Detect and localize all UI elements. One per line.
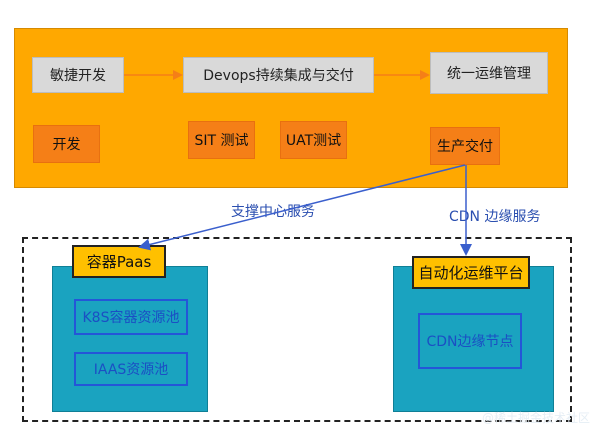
cdn-nodes-box: CDN边缘节点	[418, 313, 522, 369]
dev-stage-box: 开发	[33, 125, 100, 163]
k8s-pool-box: K8S容器资源池	[74, 299, 188, 335]
iaas-pool-box: IAAS资源池	[74, 352, 188, 386]
watermark-text: @稀土掘金技术社区	[481, 411, 590, 425]
container-paas-header: 容器Paas	[72, 245, 166, 278]
agile-dev-box: 敏捷开发	[32, 57, 124, 93]
unified-ops-box: 统一运维管理	[430, 52, 548, 94]
uat-test-box: UAT测试	[280, 121, 347, 159]
cdn-edge-label: CDN 边缘服务	[449, 209, 541, 225]
support-center-label: 支撑中心服务	[231, 204, 315, 220]
production-delivery-box: 生产交付	[430, 127, 500, 165]
sit-test-box: SIT 测试	[188, 121, 255, 159]
automation-platform-header: 自动化运维平台	[412, 256, 530, 289]
container-paas-panel	[52, 266, 208, 412]
devops-box: Devops持续集成与交付	[183, 57, 374, 93]
